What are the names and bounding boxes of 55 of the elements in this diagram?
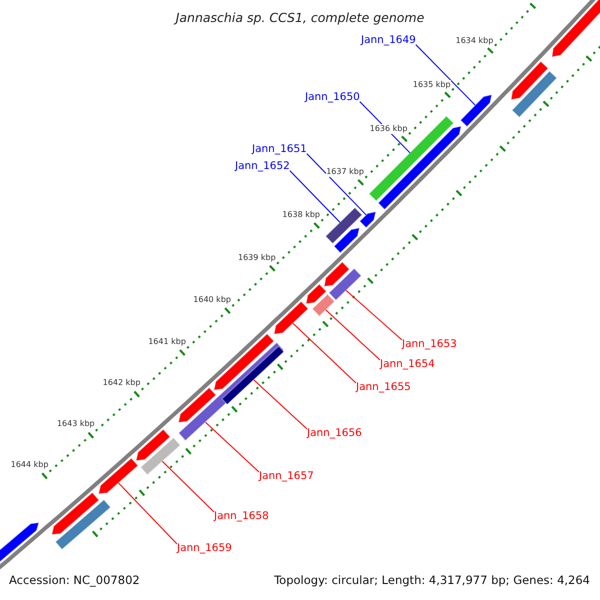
gene-label: Jann_1650	[305, 91, 360, 104]
gene-feature	[51, 492, 100, 536]
gene-label: Jann_1653	[402, 338, 457, 351]
leader-line	[289, 170, 340, 223]
leader-line	[325, 309, 380, 360]
leader-line	[253, 379, 308, 430]
leader-line	[415, 44, 476, 106]
scale-label: 1640 kbp	[193, 295, 231, 305]
gene-bar	[140, 437, 181, 476]
scale-label: 1641 kbp	[148, 337, 186, 347]
gene-label: Jann_1651	[252, 143, 307, 156]
gene-feature	[135, 428, 171, 462]
gene-feature	[305, 284, 327, 304]
gene-feature	[359, 211, 376, 228]
gene-bar	[511, 70, 558, 118]
scale-label: 1644 kbp	[10, 460, 48, 470]
scale-label: 1643 kbp	[56, 419, 95, 429]
gene-label: Jann_1649	[361, 34, 416, 47]
gene-feature	[98, 458, 139, 494]
gene-feature	[324, 261, 350, 287]
leader-line	[346, 290, 402, 340]
genome-info-text: Topology: circular; Length: 4,317,977 bp; Genes: 4,264	[274, 574, 590, 588]
gene-bar	[312, 294, 336, 317]
gene-feature	[460, 94, 492, 128]
accession-text: Accession: NC_007802	[9, 574, 140, 588]
gene-bar	[54, 499, 112, 550]
leader-line	[118, 482, 178, 544]
scale-label: 1637 kbp	[326, 167, 364, 177]
gene-label: Jann_1654	[380, 358, 435, 371]
gene-feature	[510, 60, 549, 100]
gene-label: Jann_1657	[259, 470, 314, 483]
gene-label: Jann_1655	[356, 381, 411, 394]
gene-label: Jann_1658	[214, 510, 269, 523]
gene-feature	[0, 522, 40, 565]
gene-bar	[325, 207, 363, 244]
scale-label: 1642 kbp	[102, 378, 140, 388]
chart-title: Jannaschia sp. CCS1, complete genome	[172, 10, 426, 25]
scale-label: 1635 kbp	[412, 80, 451, 90]
gene-label: Jann_1659	[177, 542, 232, 555]
leader-line	[306, 153, 367, 216]
gene-feature	[551, 0, 600, 58]
leader-line	[204, 422, 260, 472]
gene-bar	[368, 115, 454, 202]
gene-feature	[213, 333, 275, 391]
gene-feature	[178, 387, 217, 423]
gene-bar	[328, 268, 362, 301]
gene-feature	[273, 300, 309, 335]
gene-label: Jann_1656	[307, 427, 362, 440]
scale-label: 1638 kbp	[282, 210, 320, 220]
scale-label: 1634 kbp	[456, 36, 494, 46]
scale-label: 1639 kbp	[238, 253, 276, 263]
leader-line	[292, 322, 356, 384]
scale-label: 1636 kbp	[370, 124, 408, 134]
gene-feature	[333, 227, 360, 254]
gene-label: Jann_1652	[235, 160, 290, 173]
